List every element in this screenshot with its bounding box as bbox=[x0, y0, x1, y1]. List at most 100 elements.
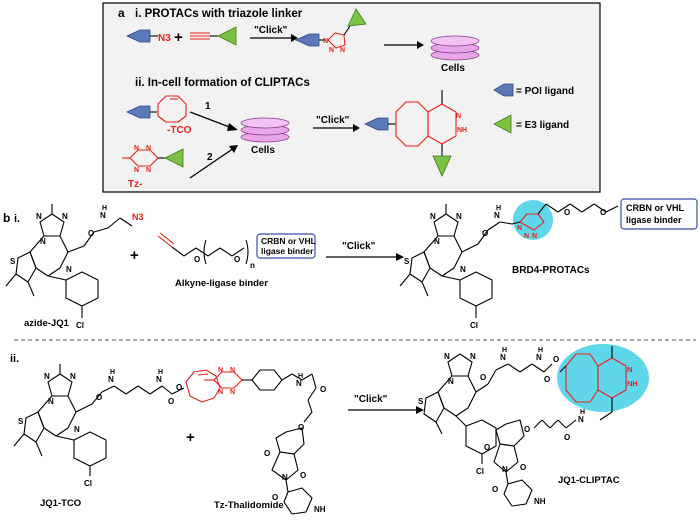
click-label: "Click" bbox=[316, 115, 350, 126]
svg-text:N: N bbox=[434, 237, 440, 246]
cells-stack-icon bbox=[240, 117, 290, 143]
svg-text:S: S bbox=[18, 417, 24, 426]
svg-text:Cl: Cl bbox=[76, 321, 84, 330]
alkyne-ligase-binder-label: Alkyne-ligase binder bbox=[175, 278, 268, 289]
dihydropyridazine-cyclooctane-icon: N NH bbox=[559, 346, 638, 412]
svg-text:N: N bbox=[296, 379, 302, 388]
azide-group-label: N3 bbox=[132, 212, 144, 222]
svg-text:H: H bbox=[502, 347, 507, 354]
e3-ligand-icon bbox=[347, 8, 367, 27]
svg-text:O: O bbox=[88, 229, 94, 238]
panel-a-frame bbox=[102, 2, 601, 193]
binder-box-line1: CRBN or VHL bbox=[261, 236, 316, 246]
svg-text:N: N bbox=[532, 233, 537, 240]
triazole-highlight bbox=[513, 200, 553, 240]
step1-label: 1 bbox=[205, 101, 211, 112]
svg-text:O: O bbox=[600, 208, 606, 217]
svg-text:N: N bbox=[218, 367, 223, 374]
panel-a-label: a bbox=[118, 6, 125, 20]
svg-text:H: H bbox=[298, 373, 303, 380]
svg-text:N: N bbox=[146, 167, 151, 174]
svg-text:H: H bbox=[110, 369, 115, 376]
svg-text:H: H bbox=[580, 409, 585, 416]
svg-text:N: N bbox=[134, 145, 139, 152]
svg-text:N: N bbox=[40, 237, 46, 246]
svg-text:O: O bbox=[484, 443, 490, 452]
section-ii-title: ii. In-cell formation of CLIPTACs bbox=[135, 77, 310, 89]
section-i-title: i. PROTACs with triazole linker bbox=[135, 8, 303, 20]
svg-text:O: O bbox=[553, 355, 559, 364]
svg-text:Cl: Cl bbox=[84, 479, 92, 488]
svg-text:N: N bbox=[48, 397, 54, 406]
svg-text:O: O bbox=[96, 393, 102, 402]
tz-thalidomide-label: Tz-Thalidomide bbox=[214, 500, 284, 511]
svg-text:S: S bbox=[404, 257, 410, 266]
triazole-ring-icon: N N N bbox=[323, 32, 346, 54]
svg-text:O: O bbox=[564, 208, 570, 217]
tz-thalidomide-structure: N N N N N H O O O O N O NH bbox=[204, 367, 326, 515]
row-i-label: i. bbox=[14, 213, 20, 225]
svg-text:N: N bbox=[494, 211, 500, 220]
arrow-step2 bbox=[189, 147, 235, 179]
svg-text:N: N bbox=[430, 212, 436, 221]
panel-a: a i. PROTACs with triazole linker N3 + "… bbox=[102, 2, 601, 193]
svg-text:N: N bbox=[536, 353, 542, 362]
svg-text:Cl: Cl bbox=[476, 467, 484, 476]
svg-text:N: N bbox=[329, 47, 334, 54]
svg-text:N: N bbox=[627, 365, 632, 374]
e3-ligand-icon bbox=[217, 26, 237, 46]
brd4-protacs-label: BRD4-PROTACs bbox=[512, 265, 590, 276]
svg-text:N: N bbox=[282, 473, 288, 482]
click-label: "Click" bbox=[354, 394, 388, 405]
tco-ring-icon bbox=[157, 95, 187, 123]
plus-sign: + bbox=[186, 429, 195, 446]
svg-text:N: N bbox=[323, 38, 328, 45]
alkyne-linker-structure: O O n bbox=[157, 232, 255, 270]
arrowhead-icon bbox=[227, 123, 238, 131]
cells-label: Cells bbox=[251, 145, 275, 156]
dihydropyridazine-cyclooctane-icon: N NH bbox=[395, 90, 467, 156]
svg-text:N: N bbox=[500, 353, 506, 362]
svg-text:N: N bbox=[70, 372, 76, 381]
svg-text:N: N bbox=[444, 352, 450, 361]
svg-text:N: N bbox=[66, 265, 72, 274]
arrowhead-icon bbox=[396, 253, 404, 261]
svg-text:O: O bbox=[564, 433, 570, 442]
svg-text:H: H bbox=[538, 347, 543, 354]
jq1-tco-structure: N N N N S O N H N H O O Cl bbox=[13, 364, 185, 488]
svg-text:N: N bbox=[218, 389, 223, 396]
svg-text:N: N bbox=[448, 377, 454, 386]
svg-text:H: H bbox=[496, 205, 501, 212]
svg-text:O: O bbox=[272, 493, 278, 502]
jq1-tco-label: JQ1-TCO bbox=[40, 498, 81, 509]
svg-text:N: N bbox=[230, 367, 235, 374]
svg-text:N: N bbox=[44, 372, 50, 381]
svg-text:N: N bbox=[460, 265, 466, 274]
legend-e3-icon bbox=[493, 114, 512, 134]
e3-ligand-icon bbox=[164, 148, 184, 168]
svg-text:H: H bbox=[158, 369, 163, 376]
legend-poi-icon bbox=[493, 83, 514, 97]
svg-text:Cl: Cl bbox=[470, 321, 478, 330]
svg-text:O: O bbox=[298, 423, 304, 432]
svg-text:S: S bbox=[10, 257, 16, 266]
svg-text:O: O bbox=[234, 255, 240, 264]
arrowhead-icon bbox=[353, 124, 360, 132]
legend-e3-label: = E3 ligand bbox=[516, 120, 569, 131]
binder-box-line2: ligase binder bbox=[261, 246, 314, 256]
svg-text:N: N bbox=[340, 47, 345, 54]
svg-text:N: N bbox=[108, 375, 114, 384]
plus-sign: + bbox=[174, 29, 183, 46]
arrowhead-icon bbox=[416, 406, 424, 414]
svg-text:S: S bbox=[418, 397, 424, 406]
peg-linker: O O bbox=[537, 203, 619, 217]
svg-text:N: N bbox=[230, 389, 235, 396]
subscript-n: n bbox=[250, 261, 255, 270]
step2-label: 2 bbox=[207, 152, 213, 163]
svg-text:O: O bbox=[520, 463, 526, 472]
svg-text:N: N bbox=[470, 352, 476, 361]
click-label: "Click" bbox=[254, 25, 288, 36]
arrowhead-icon bbox=[417, 41, 424, 49]
binder-box-line2: ligase binder bbox=[626, 215, 682, 225]
